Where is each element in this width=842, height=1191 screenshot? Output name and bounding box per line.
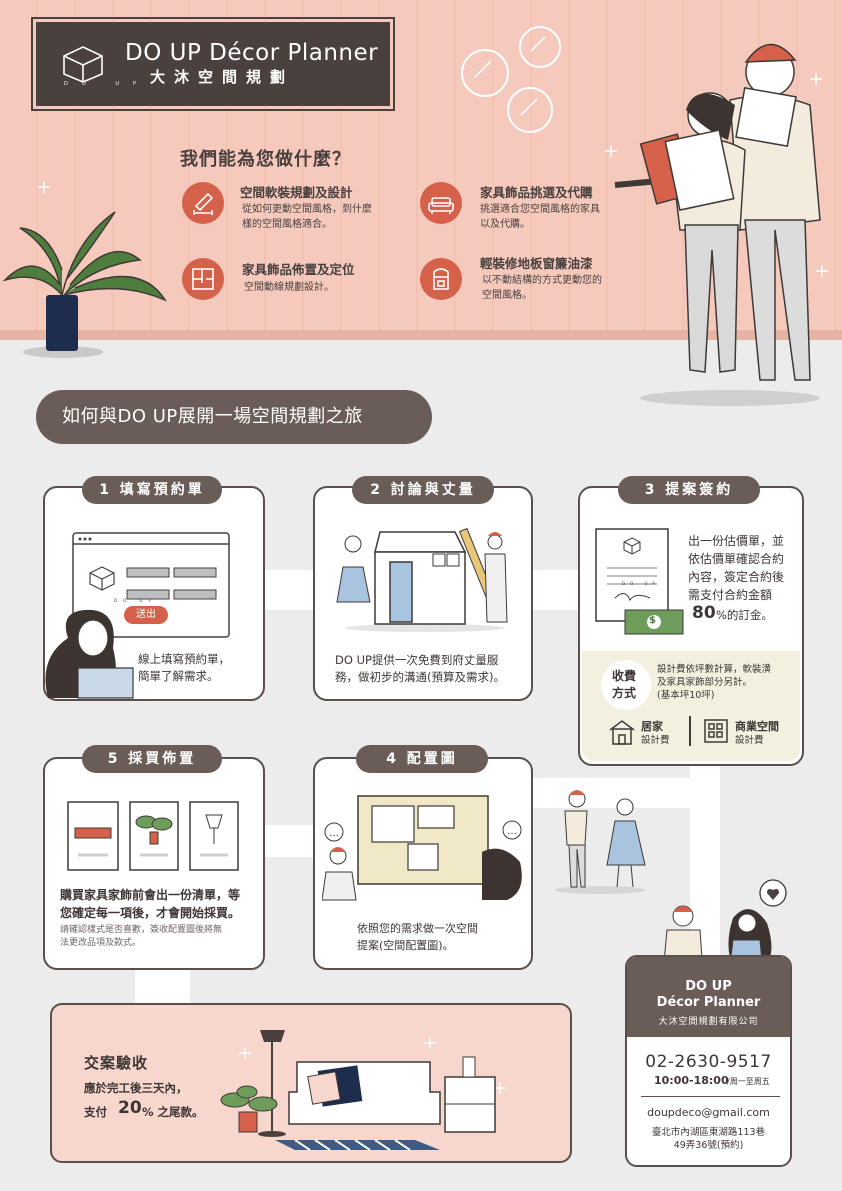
- biz-fee-label-2: 設計費: [735, 735, 764, 746]
- contact-hours-days: /周一至周五: [727, 1077, 770, 1086]
- walking-couple-illustration: [555, 790, 646, 894]
- step-label-3: 3 提案簽約: [618, 476, 760, 504]
- fee-badge: [601, 660, 651, 710]
- service-desc-4a: 以不動結構的方式更動您的: [482, 275, 602, 286]
- home-fee-label-2: 設計費: [641, 735, 670, 746]
- contact-hours-time: 10:00-18:00: [654, 1074, 729, 1087]
- product-list-illustration: [67, 801, 239, 871]
- fee-desc-1: 設計費依坪數計算，軟裝潢: [657, 664, 772, 675]
- final-line2a: 支付: [84, 1105, 107, 1119]
- path-1-2: [265, 570, 315, 610]
- plant-illustration: [2, 211, 167, 358]
- booking-form-illustration: [72, 532, 230, 638]
- money-symbol: $: [649, 615, 656, 626]
- path-2-3: [532, 570, 582, 610]
- path-4-5: [265, 825, 315, 857]
- living-room-illustration: [220, 1030, 506, 1151]
- step-4-line2: 提案(空間配置圖)。: [357, 939, 454, 952]
- service-desc-2a: 挑選適合您空間風格的家具: [480, 204, 600, 215]
- contact-divider: [641, 1096, 780, 1097]
- contact-header: [627, 957, 790, 1037]
- step-1-line2: 簡單了解需求。: [138, 669, 219, 683]
- floorplan-presentation-illustration: … …: [322, 795, 522, 901]
- logo-subtitle: 大沐空間規劃: [150, 68, 295, 86]
- fee-desc-2: 及家具家飾部分另計。: [657, 677, 753, 688]
- contact-address-1: 臺北市內湖區東湖路113巷: [651, 1127, 766, 1138]
- home-icon: [609, 720, 635, 745]
- home-fee-label-1: 居家: [641, 720, 663, 733]
- contact-email[interactable]: doupdeco@gmail.com: [647, 1106, 770, 1119]
- step-3-line3: 內容，簽定合約後: [688, 570, 785, 584]
- step-5-line1: 購買家具家飾前會出一份清單，等: [60, 888, 241, 902]
- path-5-final: [135, 968, 190, 1006]
- final-percent: 20: [118, 1098, 142, 1118]
- biz-fee-label-1: 商業空間: [735, 720, 779, 733]
- final-title: 交案驗收: [84, 1054, 149, 1072]
- fee-label-2: 方式: [612, 686, 637, 700]
- step-3-line1: 出一份估價單，並: [688, 534, 785, 548]
- final-line1: 應於完工後三天內，: [84, 1081, 188, 1095]
- fee-label-1: 收費: [612, 669, 637, 683]
- service-desc-1a: 從如何更動空間風格，到什麼: [242, 204, 372, 215]
- building-icon: [704, 719, 728, 743]
- step-3-line4: 需支付合約金額: [688, 588, 773, 602]
- service-desc-3a: 空間動線規劃設計。: [244, 282, 334, 293]
- step-5-note2: 法更改品項及款式。: [60, 938, 142, 948]
- deposit-unit: %的訂金。: [716, 608, 773, 622]
- girl-laptop-illustration: [45, 609, 134, 699]
- form-logo-caption: DO UP[data-name="form-logo-caption"]{fon…: [114, 598, 157, 603]
- contact-address-2: 49弄36號(預約): [673, 1140, 744, 1151]
- fee-divider: [689, 716, 691, 746]
- services-title: 我們能為您做什麼？: [180, 149, 351, 170]
- step-5-note1: 請確認樣式是否喜歡，簽收配置圖後將無: [60, 925, 223, 935]
- step-1-line1: 線上填寫預約單，: [138, 652, 230, 666]
- contact-card: DO UP Décor Planner 大沐空間規劃有限公司 02-2630-9…: [625, 955, 792, 1167]
- step-5-line2: 您確定每一項後，才會開始採買。: [60, 906, 241, 920]
- step-label-1: 1 填寫預約單: [82, 476, 222, 504]
- contact-company: 大沐空間規劃有限公司: [658, 1017, 759, 1027]
- service-title-3: 家具飾品佈置及定位: [242, 262, 355, 277]
- logo-title: DO UP Décor Planner: [125, 40, 379, 66]
- step-label-4: 4 配置圖: [356, 745, 488, 773]
- step-4-line1: 依照您的需求做一次空間: [357, 922, 478, 935]
- step-label-2: 2 討論與丈量: [352, 476, 494, 504]
- bubbles-decoration: [461, 26, 561, 133]
- path-3-4: [533, 778, 693, 808]
- svg-text:…: …: [329, 828, 339, 839]
- contact-phone[interactable]: 02-2630-9517: [645, 1052, 772, 1072]
- paint-bucket-icon: [420, 258, 462, 300]
- deposit-percent: 80: [692, 603, 716, 623]
- journey-title: 如何與DO UP展開一場空間規劃之旅: [36, 390, 432, 444]
- service-desc-1b: 樣的空間風格適合。: [242, 219, 332, 230]
- submit-button[interactable]: 送出: [124, 606, 168, 624]
- svg-text:…: …: [507, 826, 517, 837]
- fee-desc-3: (基本坪10坪): [657, 690, 715, 701]
- contract-illustration: [595, 528, 684, 635]
- step-3-line2: 依估價單確認合約: [688, 552, 785, 566]
- couple-illustration: [614, 43, 821, 406]
- logo-box: [31, 17, 395, 111]
- logo-caption: DO UP: [64, 81, 151, 87]
- floorplan-icon: [182, 258, 224, 300]
- contact-name-2: Décor Planner: [656, 995, 761, 1010]
- service-desc-4b: 空間風格。: [482, 290, 532, 301]
- step-2-line2: 務，做初步的溝通(預算及需求)。: [335, 670, 505, 684]
- sofa-icon: [420, 182, 462, 224]
- house-measure-illustration: [336, 527, 508, 632]
- step-label-5: 5 採買佈置: [82, 745, 222, 773]
- service-title-2: 家具飾品挑選及代購: [480, 185, 593, 200]
- top-floor-strip: [0, 330, 842, 340]
- service-desc-2b: 以及代購。: [480, 219, 530, 230]
- service-title-4: 輕裝修地板窗簾油漆: [480, 256, 593, 271]
- final-line2b: % 之尾款。: [142, 1105, 204, 1119]
- ruler-pencil-icon: [182, 182, 224, 224]
- contact-name-1: DO UP: [685, 979, 732, 994]
- path-3-down: [690, 765, 720, 955]
- contract-logo-caption: DO UP: [622, 581, 660, 586]
- service-title-1: 空間軟裝規劃及設計: [240, 185, 353, 200]
- step-2-line1: DO UP提供一次免費到府丈量服: [335, 653, 499, 667]
- cube-logo-icon: [63, 46, 103, 83]
